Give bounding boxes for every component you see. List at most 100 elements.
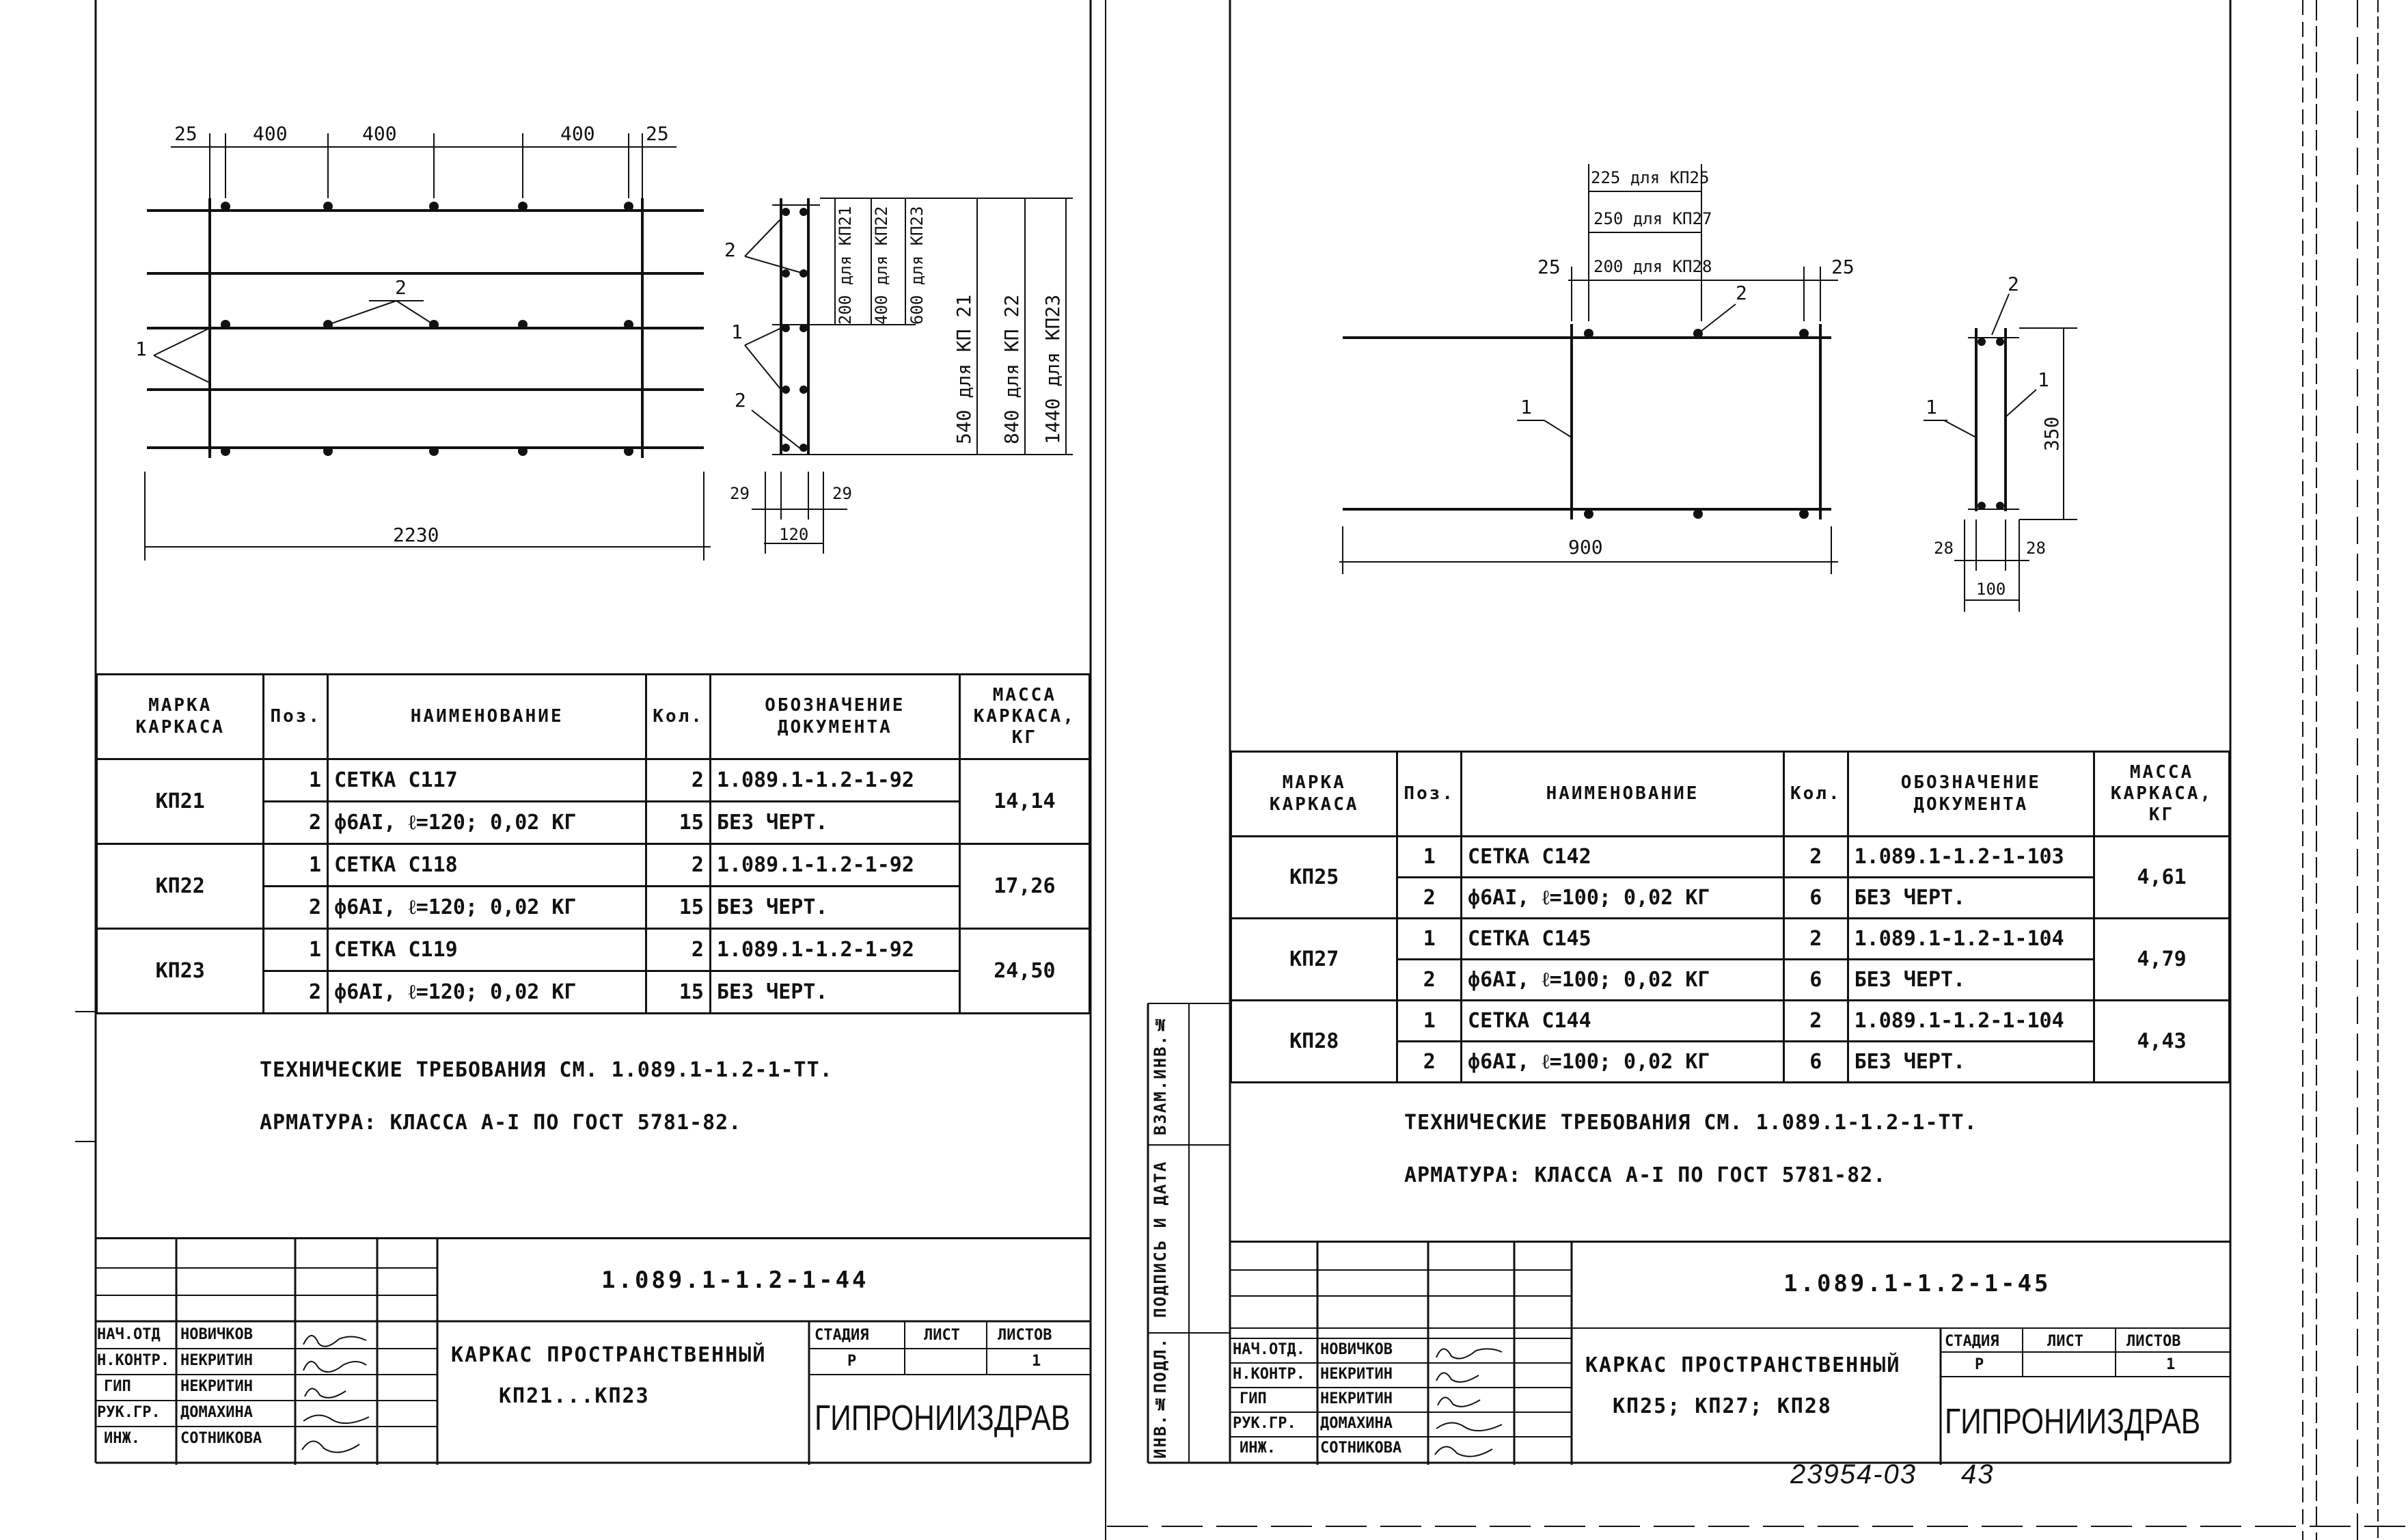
name-cell: СЕТКА С144: [1460, 999, 1785, 1042]
left-dim-1440: 1440 для КП23: [1041, 295, 1064, 444]
table-row: КП21 1 СЕТКА С117 2 1.089.1-1.2-1-92 14,…: [95, 758, 1091, 845]
doc-cell: 1.089.1-1.2-1-103: [1846, 835, 2096, 878]
role-group-lead: РУК.ГР.: [1233, 1415, 1296, 1432]
name-chief-engineer: НЕКРИТИН: [1320, 1390, 1393, 1407]
sheets-label: ЛИСТОВ: [998, 1327, 1052, 1344]
qty-cell: 2: [1782, 835, 1849, 878]
role-norm-control: Н.КОНТР.: [97, 1352, 169, 1369]
doc-cell: 1.089.1-1.2-1-92: [709, 843, 961, 887]
left-dim-overall: 2230: [393, 524, 439, 546]
name-norm-control: НЕКРИТИН: [180, 1352, 253, 1369]
signature-marks: [301, 1335, 370, 1453]
left-dim-400c: 400: [560, 122, 595, 145]
side-label-replacement-no: ВЗАМ.ИНВ.№: [1151, 1013, 1170, 1136]
table-row: 2 ф6АI, ℓ=100; 0,02 КГ 6 БЕЗ ЧЕРТ.: [1231, 876, 2230, 919]
archive-number: 23954-03: [1790, 1459, 1917, 1489]
right-dim-overall: 900: [1568, 536, 1603, 558]
name-engineer: СОТНИКОВА: [1320, 1440, 1402, 1457]
col-header-doc: ОБОЗНАЧЕНИЕ ДОКУМЕНТА: [709, 673, 961, 760]
doc-cell: БЕЗ ЧЕРТ.: [1846, 958, 2096, 1001]
name-engineer: СОТНИКОВА: [180, 1430, 262, 1447]
table-row: КП28 1 СЕТКА С144 2 1.089.1-1.2-1-104 4,…: [1229, 999, 2230, 1083]
table-row: КП27 1 СЕТКА С145 2 1.089.1-1.2-1-104 4,…: [1229, 917, 2230, 1001]
name-cell: ф6АI, ℓ=100; 0,02 КГ: [1460, 958, 1785, 1001]
stage-value: Р: [847, 1353, 857, 1370]
name-cell: ф6АI, ℓ=120; 0,02 КГ: [327, 885, 648, 930]
doc-cell: 1.089.1-1.2-1-92: [709, 928, 961, 972]
col-header-qty: Кол.: [645, 673, 711, 760]
doc-cell: БЕЗ ЧЕРТ.: [1846, 876, 2096, 919]
rebar-class-note: АРМАТУРА: КЛАССА А-I ПО ГОСТ 5781-82.: [260, 1111, 742, 1135]
qty-cell: 2: [645, 758, 711, 802]
left-dim-29b: 29: [832, 484, 852, 503]
name-group-lead: ДОМАХИНА: [1320, 1415, 1393, 1432]
doc-cell: БЕЗ ЧЕРТ.: [1846, 1040, 2096, 1083]
mass-cell: 4,79: [2093, 917, 2230, 1001]
stage-value: Р: [1975, 1356, 1984, 1373]
left-dim-540: 540 для КП 21: [953, 295, 975, 444]
right-callout-2-side: 2: [2008, 273, 2019, 295]
table-row: 2 ф6АI, ℓ=120; 0,02 КГ 15 БЕЗ ЧЕРТ.: [97, 800, 1090, 845]
col-header-mark: МАРКА КАРКАСА: [95, 673, 265, 760]
qty-cell: 15: [645, 885, 711, 930]
mark-cell: КП21: [95, 758, 265, 845]
mass-cell: 4,61: [2093, 835, 2230, 919]
left-side-view: [744, 198, 1073, 554]
mark-cell: КП22: [95, 843, 265, 930]
left-callout-1-main: 1: [135, 338, 147, 360]
pos-cell: 2: [262, 800, 329, 845]
name-cell: ф6АI, ℓ=100; 0,02 КГ: [1460, 1040, 1785, 1083]
name-norm-control: НЕКРИТИН: [1320, 1366, 1393, 1383]
right-organization: ГИПРОНИИЗДРАВ: [1945, 1402, 2201, 1442]
left-sheet: 25 400 400 400 25 2230 2 1 2 1 2 200 для…: [0, 0, 1107, 1540]
pos-cell: 1: [1396, 835, 1463, 878]
left-drawing-title: КАРКАС ПРОСТРАНСТВЕННЫЙ КП21...КП23: [451, 1343, 767, 1408]
name-chief-engineer: НЕКРИТИН: [180, 1378, 253, 1395]
right-dim-28b: 28: [2026, 539, 2046, 558]
pos-cell: 2: [1396, 876, 1463, 919]
doc-cell: 1.089.1-1.2-1-104: [1846, 999, 2096, 1042]
right-spec-table: МАРКА КАРКАСА Поз. НАИМЕНОВАНИЕ Кол. ОБО…: [1229, 751, 2230, 1083]
right-dim-250: 250 для КП27: [1593, 209, 1712, 228]
qty-cell: 2: [645, 928, 711, 972]
right-callout-1-main: 1: [1520, 396, 1532, 418]
pos-cell: 1: [1396, 999, 1463, 1042]
table-row: КП23 1 СЕТКА С119 2 1.089.1-1.2-1-92 24,…: [95, 928, 1091, 1014]
qty-cell: 2: [1782, 999, 1849, 1042]
mass-cell: 4,43: [2093, 999, 2230, 1083]
right-title-block: 1.089.1-1.2-1-45 НАЧ.ОТД. Н.КОНТР. ГИП Р…: [1230, 1241, 2230, 1465]
table-row: КП22 1 СЕТКА С118 2 1.089.1-1.2-1-92 17,…: [95, 843, 1091, 930]
table-row: 2 ф6АI, ℓ=120; 0,02 КГ 15 БЕЗ ЧЕРТ.: [97, 885, 1090, 930]
role-group-lead: РУК.ГР.: [97, 1404, 161, 1421]
left-dim-600: 600 для КП23: [907, 206, 927, 325]
left-notes: ТЕХНИЧЕСКИЕ ТРЕБОВАНИЯ СМ. 1.089.1-1.2-1…: [260, 1058, 833, 1163]
qty-cell: 15: [645, 970, 711, 1014]
right-dim-28a: 28: [1934, 539, 1954, 558]
col-header-pos: Поз.: [1396, 751, 1463, 837]
left-dim-120: 120: [779, 525, 808, 544]
col-header-name: НАИМЕНОВАНИЕ: [327, 673, 648, 760]
left-dim-29a: 29: [730, 484, 750, 503]
left-callout-2-side-bottom: 2: [735, 389, 746, 411]
page-number: 43: [1961, 1459, 1995, 1489]
doc-cell: 1.089.1-1.2-1-104: [1846, 917, 2096, 960]
right-dim-25a: 25: [1537, 256, 1561, 278]
qty-cell: 15: [645, 800, 711, 845]
left-callout-2-side-top: 2: [724, 239, 736, 261]
doc-cell: 1.089.1-1.2-1-92: [709, 758, 961, 802]
name-head-dept: НОВИЧКОВ: [1320, 1341, 1393, 1358]
col-header-mass: МАССА КАРКАСА, КГ: [2093, 751, 2230, 837]
table-row: 2 ф6АI, ℓ=100; 0,02 КГ 6 БЕЗ ЧЕРТ.: [1231, 1040, 2230, 1083]
pos-cell: 1: [262, 928, 329, 972]
name-cell: СЕТКА С142: [1460, 835, 1785, 878]
mark-cell: КП27: [1229, 917, 1399, 1001]
pos-cell: 1: [1396, 917, 1463, 960]
right-main-view: [1339, 164, 1838, 574]
sheets-label: ЛИСТОВ: [2126, 1333, 2181, 1350]
pos-cell: 1: [262, 843, 329, 887]
left-callout-1-side: 1: [731, 321, 743, 343]
sheets-value: 1: [1032, 1353, 1041, 1370]
right-dim-25b: 25: [1831, 256, 1855, 278]
mass-cell: 17,26: [958, 843, 1091, 930]
left-frame-drawing: 25 400 400 400 25 2230 2 1 2 1 2 200 для…: [75, 0, 1106, 1540]
